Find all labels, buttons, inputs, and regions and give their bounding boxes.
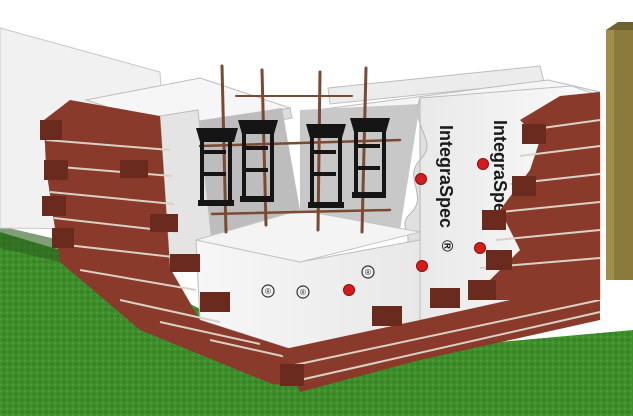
rebar-horizontal [210,208,392,216]
form-tie [306,124,346,208]
rebar-horizontal [198,138,402,148]
form-tie [238,120,278,202]
ties-group [196,118,390,208]
brand-registered: ® [438,240,455,252]
front-brick-wall [280,280,601,392]
wooden-post [606,22,633,280]
red-pins [343,158,489,296]
lawn [0,232,633,416]
form-tie [196,128,238,206]
right-brick-wall [468,92,601,300]
rebar-vertical [360,66,368,234]
foam-profile-edge [399,97,428,346]
registered-marks [261,265,375,299]
brand-text-back: IntegraSpec [490,120,510,223]
registered-mark: ® [265,287,271,296]
registered-mark: ® [365,268,371,277]
registered-mark: ® [300,288,306,297]
form-tie [350,118,390,198]
brand-text-front: IntegraSpec [436,125,456,228]
